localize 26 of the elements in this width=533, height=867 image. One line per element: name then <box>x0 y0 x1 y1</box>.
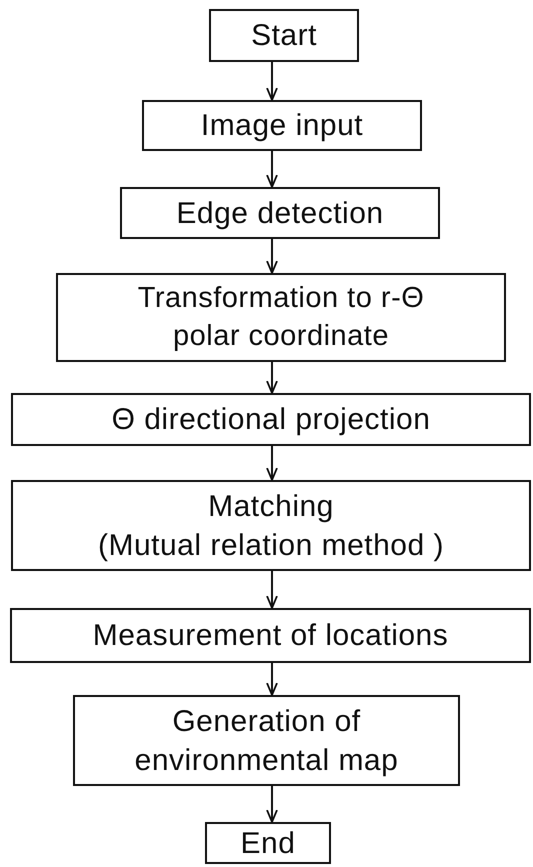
box-label: End <box>240 826 296 862</box>
arrow <box>266 663 278 696</box>
box-label: Generation of environmental map <box>134 704 398 778</box>
process-box <box>56 273 506 362</box>
arrow <box>266 62 278 101</box>
process-box <box>142 100 422 151</box>
arrow <box>266 239 278 274</box>
box-label: Transformation to r-Θ polar coordinate <box>138 280 424 354</box>
box-label: Measurement of locations <box>92 618 448 654</box>
process-box <box>209 9 359 62</box>
process-box <box>11 480 531 571</box>
box-label: Start <box>251 18 317 54</box>
box-label: Edge detection <box>176 196 384 232</box>
arrow <box>266 362 278 394</box>
box-label: Image input <box>200 108 364 144</box>
process-box <box>73 695 460 786</box>
process-box <box>205 822 331 864</box>
box-label: Matching (Mutual relation method ) <box>98 488 444 564</box>
box-label: Θ directional projection <box>112 402 430 438</box>
process-box <box>120 187 440 239</box>
process-box <box>10 608 531 663</box>
arrow <box>266 571 278 609</box>
arrow <box>266 446 278 481</box>
process-box <box>11 393 531 446</box>
arrow <box>266 786 278 823</box>
arrow <box>266 151 278 188</box>
